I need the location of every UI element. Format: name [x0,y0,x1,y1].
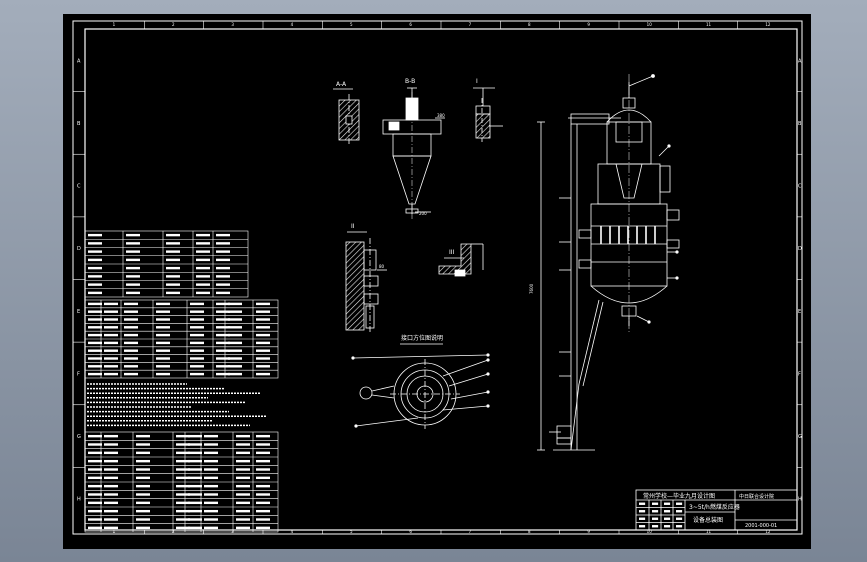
zone-col-label: 2 [172,529,175,534]
zone-col-label: 9 [587,22,590,27]
detail-view-2: I [473,78,503,142]
zone-row-label: E [798,309,801,315]
zone-row-label: F [798,371,801,377]
zone-col-label: 10 [647,529,653,534]
zone-row-label: D [798,246,802,252]
pressure-vessel-elevation-drawing: 7600 [529,74,680,451]
svg-text:200: 200 [419,211,427,216]
inner-frame [84,28,798,531]
zone-col-label: 10 [647,22,653,27]
zone-ticks [73,21,802,534]
outer-frame [72,20,803,535]
zone-col-label: 4 [291,22,294,27]
zone-col-label: 8 [528,22,531,27]
title-block-drawing-name-2: 设备总装图 [693,516,723,524]
zone-col-label: 11 [706,529,712,534]
zone-row-label: A [77,58,81,64]
zone-col-label: 3 [231,22,234,27]
zone-row-label: C [798,184,802,190]
zone-row-label: H [798,497,802,503]
detail-view-weld: III [438,243,484,277]
design-parameter-table [84,230,249,298]
svg-text:80: 80 [379,264,385,269]
svg-text:III: III [449,249,455,256]
zone-col-label: 6 [409,529,412,534]
zone-col-label: 4 [291,529,294,534]
zone-col-label: 9 [587,529,590,534]
detail-view-flange: II 80 [345,223,387,334]
bill-of-materials [84,431,279,533]
zone-row-label: E [77,309,80,315]
zone-row-label: H [77,497,81,503]
plan-label: 接口方位图说明 [401,334,443,342]
zone-row-label: D [77,246,81,252]
title-block-stamp: 中日联合设计院 [739,493,774,500]
title-block-school: 常州学校—毕业九月设计图 [643,492,715,500]
zone-row-label: B [798,121,802,127]
zone-row-label: F [77,371,80,377]
technical-notes [87,383,266,427]
detail-view-1: A-A [333,81,360,144]
zone-col-label: 5 [350,22,353,27]
cyclone-separator-drawing: B-B 380 200 [382,78,445,219]
nozzle-orientation-plan-drawing: 接口方位图说明 [351,334,490,429]
nozzle-table [84,299,279,379]
svg-text:7600: 7600 [529,283,534,294]
zone-col-label: 12 [765,529,771,534]
zone-col-label: 12 [765,22,771,27]
zone-row-label: A [798,58,802,64]
zone-col-label: 5 [350,529,353,534]
zone-col-label: 6 [409,22,412,27]
svg-text:I: I [476,78,478,85]
detail-label-1: A-A [336,81,347,88]
zone-row-label: G [798,434,802,440]
title-block-drawing-name-1: 3~5t/h燃煤反应器 [689,503,740,511]
zone-col-label: 8 [528,529,531,534]
heat-exchange-tubes [600,226,656,244]
title-block: 常州学校—毕业九月设计图 3~5t/h燃煤反应器 设备总装图 中日联合设计院 2… [635,489,798,531]
svg-text:B-B: B-B [405,78,415,85]
zone-col-label: 1 [113,529,116,534]
zone-col-label: 11 [706,22,712,27]
title-block-drawing-no: 2001-000-01 [745,523,777,529]
zone-col-label: 7 [469,529,472,534]
zone-col-label: 7 [469,22,472,27]
zone-row-label: C [77,184,81,190]
zone-col-label: 2 [172,22,175,27]
zone-row-label: G [77,434,81,440]
zone-col-label: 1 [113,22,116,27]
svg-text:II: II [351,223,355,230]
zone-row-label: B [77,121,81,127]
svg-text:380: 380 [437,113,445,118]
